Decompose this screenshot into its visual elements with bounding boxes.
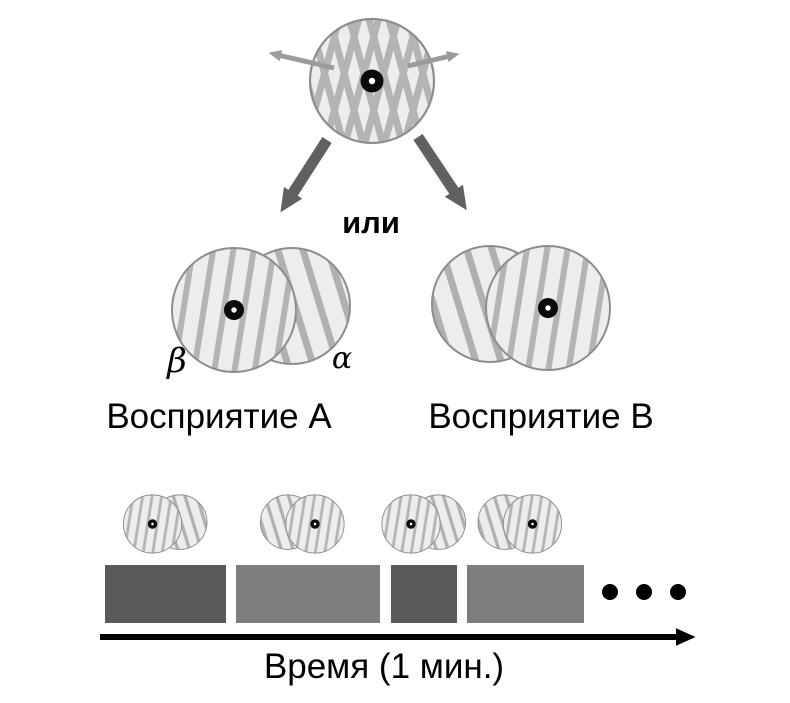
arrow-up-left-icon [268, 50, 335, 71]
percept-b-figure [431, 245, 611, 371]
timeline-mini-pair-A [381, 494, 466, 554]
timeline-mini-pair-A [122, 494, 208, 554]
or-label: или [342, 205, 400, 240]
arrow-down-right-icon [413, 133, 467, 211]
timeline-mini-pair-B [260, 494, 345, 554]
timeline-bar-A [391, 565, 457, 623]
arrow-down-left-icon [280, 137, 332, 213]
percept-a-label: Восприятие А [106, 397, 332, 436]
arrow-up-right-icon [407, 51, 460, 69]
timeline-bar-B [236, 565, 380, 623]
percept-a-figure [171, 247, 351, 373]
timeline-mini-pair-B [477, 494, 563, 554]
timeline-mini-percepts [122, 494, 563, 554]
time-axis-label: Время (1 мин.) [264, 647, 504, 686]
timeline-duration-bars [105, 565, 584, 623]
percept-b-label: Восприятие В [428, 397, 653, 436]
ellipsis-dot [602, 584, 618, 600]
grating-beta-label: β [165, 341, 187, 381]
grating-alpha-label: α [332, 341, 352, 376]
fixation-dot-icon [360, 69, 384, 93]
ellipsis-dot [636, 584, 652, 600]
timeline-bar-A [105, 565, 226, 623]
timeline-bar-B [467, 565, 584, 623]
ellipsis-dots [602, 584, 686, 600]
ellipsis-dot [670, 584, 686, 600]
stimulus-circle [268, 17, 460, 145]
